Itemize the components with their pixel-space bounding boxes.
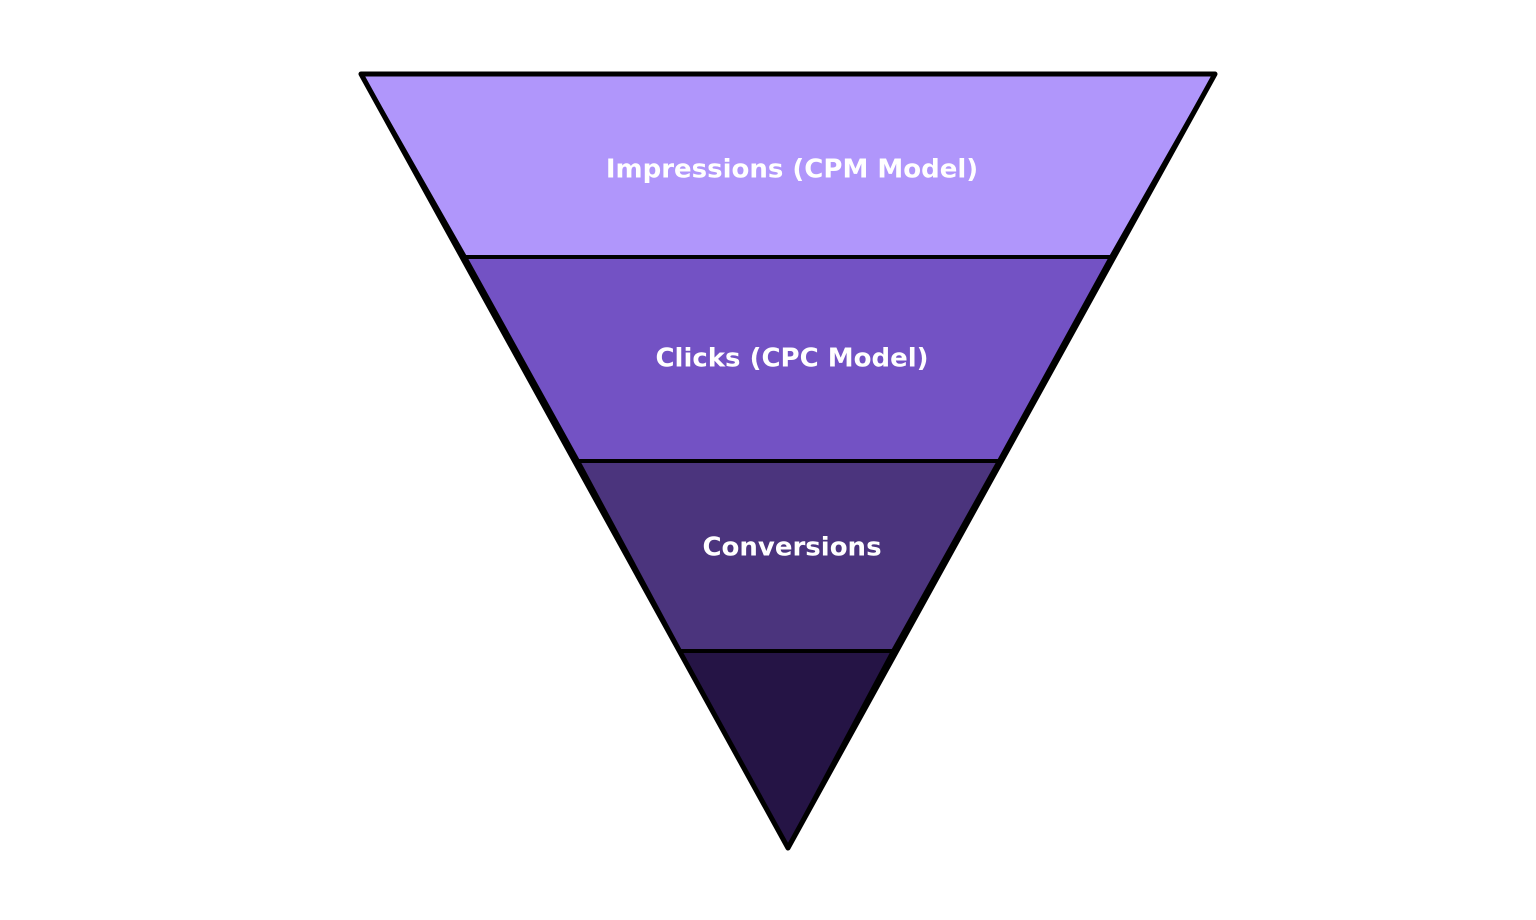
funnel-outline [358,71,1218,851]
funnel-stage-conversions-label: Conversions [702,533,881,563]
funnel-stage-clicks-label: Clicks (CPC Model) [655,344,928,374]
funnel-stage-bottom-shape [678,649,895,850]
funnel-stage-clicks: Clicks (CPC Model) [463,255,1113,463]
funnel-stage-impressions: Impressions (CPM Model) [359,72,1217,259]
funnel-stage-bottom [678,649,895,850]
funnel-stage-impressions-label: Impressions (CPM Model) [606,155,978,185]
funnel-stage-conversions: Conversions [576,459,1001,653]
